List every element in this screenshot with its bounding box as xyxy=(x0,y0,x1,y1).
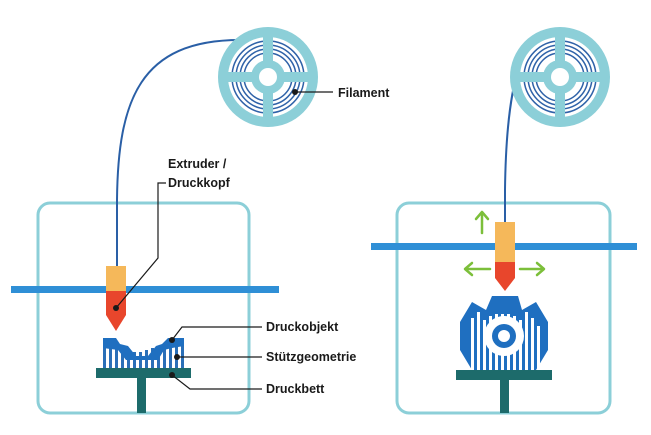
label-extruder-line2: Druckkopf xyxy=(168,176,231,190)
left-filament-spool-icon xyxy=(218,27,318,127)
leader-lines xyxy=(115,91,333,390)
left-rail xyxy=(11,286,279,293)
right-print-bed xyxy=(456,370,552,413)
movement-arrows-icon xyxy=(463,210,546,277)
left-print-object xyxy=(103,338,184,360)
gear-object-icon xyxy=(460,296,548,370)
label-extruder-line1: Extruder / xyxy=(168,157,227,171)
left-print-bed xyxy=(96,368,191,413)
right-filament-spool-icon xyxy=(510,27,610,127)
leader-dots xyxy=(169,89,298,378)
right-printer xyxy=(371,34,637,415)
left-filament-line xyxy=(116,39,241,268)
label-stuetzgeometrie: Stützgeometrie xyxy=(266,350,356,364)
label-druckobjekt: Druckobjekt xyxy=(266,320,339,334)
right-extruder-icon xyxy=(495,222,515,291)
label-filament: Filament xyxy=(338,86,390,100)
left-extruder-icon xyxy=(106,266,126,331)
label-druckbett: Druckbett xyxy=(266,382,325,396)
